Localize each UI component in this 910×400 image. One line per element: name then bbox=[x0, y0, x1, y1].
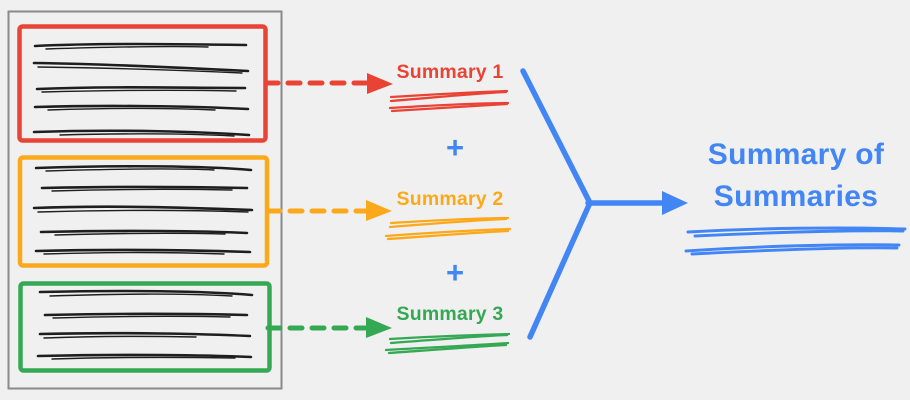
plus-operator-1: + bbox=[445, 130, 465, 165]
document-ink-lines-stroke bbox=[49, 293, 233, 297]
document-ink-lines-stroke bbox=[32, 205, 254, 212]
document-ink-lines-stroke bbox=[51, 188, 233, 192]
result-title: Summary of Summaries bbox=[707, 138, 885, 213]
summary-sketch-3-stroke bbox=[387, 343, 508, 355]
document-ink-lines-stroke bbox=[43, 312, 249, 317]
document-ink-lines-stroke bbox=[40, 185, 249, 190]
document-ink-lines-stroke bbox=[51, 356, 236, 360]
reduce-join-lines-stroke bbox=[520, 68, 592, 204]
document-ink-lines bbox=[32, 42, 254, 360]
document-ink-lines-stroke bbox=[32, 61, 250, 73]
summary-sketch-3-stroke bbox=[389, 333, 509, 345]
result-sketch-stroke bbox=[684, 243, 901, 253]
summary-1-label: Summary 1 bbox=[396, 61, 504, 83]
summary-sketch-2-stroke bbox=[384, 227, 512, 238]
result-sketch-stroke bbox=[690, 246, 899, 256]
plus-operator-2: + bbox=[445, 255, 465, 290]
document-ink-lines-stroke bbox=[45, 168, 215, 172]
document-ink-lines-stroke bbox=[35, 86, 247, 91]
document-ink-lines-stroke bbox=[47, 107, 216, 111]
map-arrow-1 bbox=[263, 73, 393, 94]
document-ink-lines-stroke bbox=[34, 248, 252, 254]
summary-3-label: Summary 3 bbox=[396, 303, 504, 325]
document-ink-lines-stroke bbox=[38, 331, 252, 338]
summary-sketch-2-stroke bbox=[389, 216, 510, 225]
reduce-join-lines bbox=[520, 68, 688, 340]
map-arrow-2 bbox=[265, 200, 392, 221]
summary-sketch-1-stroke bbox=[388, 101, 510, 110]
summary-sketch-2-stroke bbox=[388, 217, 508, 229]
document-ink-lines-stroke bbox=[39, 229, 249, 235]
result-sketch-stroke bbox=[693, 229, 905, 238]
document-ink-lines-stroke bbox=[37, 66, 243, 74]
document-ink-lines-stroke bbox=[59, 133, 235, 137]
document-ink-lines-stroke bbox=[32, 129, 251, 137]
document-ink-lines-stroke bbox=[54, 232, 226, 236]
reduce-join-lines-stroke bbox=[527, 202, 592, 340]
result-sketch-stroke bbox=[686, 226, 907, 234]
summary-2-label: Summary 2 bbox=[396, 188, 504, 210]
source-document bbox=[7, 10, 283, 390]
map-arrow-3 bbox=[265, 317, 392, 338]
document-ink-lines-stroke bbox=[37, 209, 249, 213]
map-arrowhead-2 bbox=[366, 200, 392, 221]
summary-sketch-1-stroke bbox=[389, 90, 508, 103]
summary-sketch-3 bbox=[384, 332, 511, 355]
summary-sketch-2-stroke bbox=[386, 229, 510, 241]
document-ink-lines-stroke bbox=[52, 315, 231, 319]
document-ink-lines-stroke bbox=[38, 289, 254, 297]
map-arrowhead-1 bbox=[367, 73, 393, 94]
document-ink-lines-stroke bbox=[36, 353, 253, 359]
document-ink-lines-stroke bbox=[43, 335, 197, 339]
summary-sketch-1-stroke bbox=[390, 102, 509, 113]
document-ink-lines-stroke bbox=[33, 104, 250, 111]
document-ink-lines-stroke bbox=[34, 164, 253, 172]
document-outline bbox=[7, 10, 283, 390]
document-ink-lines-stroke bbox=[41, 89, 237, 93]
summary-sketch-3-stroke bbox=[384, 341, 510, 352]
result-sketch bbox=[684, 226, 907, 256]
summary-sketch-1 bbox=[388, 89, 510, 113]
document-ink-lines-stroke bbox=[33, 42, 248, 48]
map-arrowhead-3 bbox=[366, 317, 392, 338]
document-ink-lines-stroke bbox=[43, 251, 225, 255]
summary-sketch-2 bbox=[384, 216, 512, 241]
document-ink-lines-stroke bbox=[45, 45, 209, 50]
reduce-arrowhead bbox=[662, 191, 688, 215]
